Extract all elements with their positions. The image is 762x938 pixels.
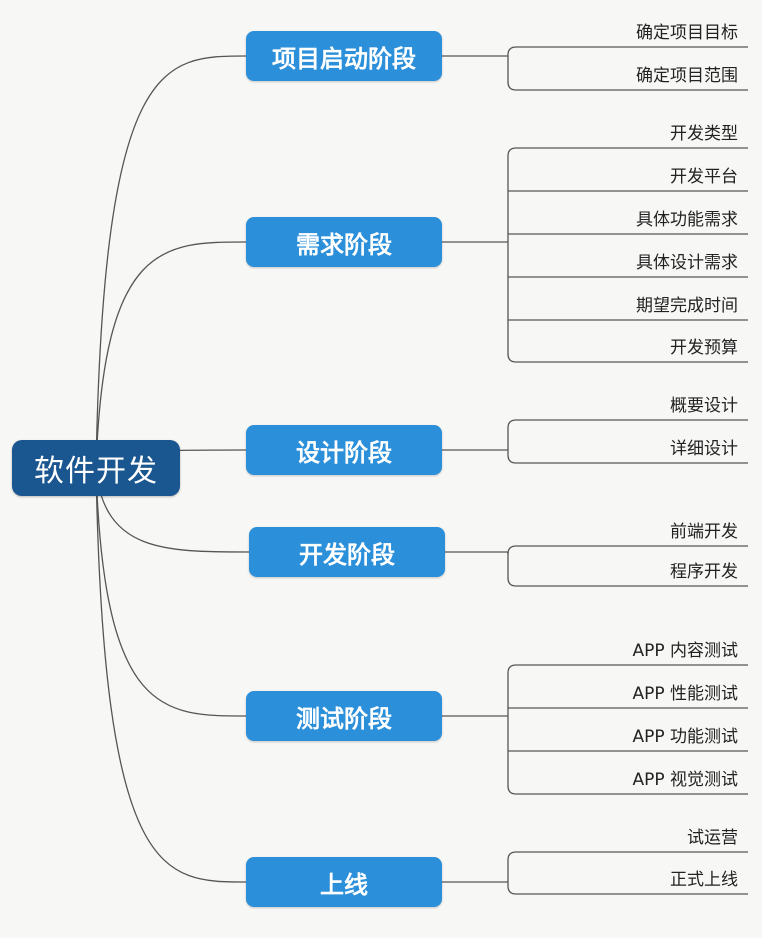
stage-trunk-down (507, 716, 517, 795)
leaf-label: APP 内容测试 (632, 641, 738, 661)
stage-trunk-down (507, 242, 517, 363)
stage-node: 设计阶段 (246, 425, 442, 475)
leaf-label: 开发平台 (670, 167, 738, 187)
stage-node: 项目启动阶段 (246, 31, 442, 81)
root-node: 软件开发 (12, 440, 180, 496)
leaf-label: APP 性能测试 (632, 684, 738, 704)
stage-trunk-down (507, 882, 517, 895)
leaf-label: 正式上线 (670, 870, 738, 890)
root-to-stage-link (95, 467, 247, 883)
leaf-label: 具体功能需求 (636, 210, 738, 230)
leaf-label: 期望完成时间 (636, 296, 738, 316)
stage-trunk-down (507, 552, 517, 587)
leaf-label: 开发预算 (670, 338, 738, 358)
leaf-label: 具体设计需求 (636, 253, 738, 273)
stage-trunk-up (507, 545, 517, 555)
leaf-label: APP 功能测试 (632, 727, 738, 747)
stage-node: 需求阶段 (246, 217, 442, 267)
stage-trunk-up (507, 419, 517, 450)
root-to-stage-link (95, 55, 247, 469)
stage-node: 上线 (246, 857, 442, 907)
leaf-label: 试运营 (687, 828, 738, 848)
stage-trunk-up (507, 147, 517, 242)
root-to-stage-link (95, 241, 247, 469)
leaf-label: 详细设计 (670, 439, 738, 459)
stage-node: 测试阶段 (246, 691, 442, 741)
stage-trunk-down (507, 56, 517, 91)
root-to-stage-link (95, 467, 247, 717)
leaf-label: APP 视觉测试 (632, 770, 738, 790)
leaf-label: 概要设计 (670, 396, 738, 416)
leaf-label: 确定项目范围 (636, 66, 738, 86)
leaf-label: 开发类型 (670, 124, 738, 144)
stage-node: 开发阶段 (249, 527, 445, 577)
leaf-label: 确定项目目标 (636, 23, 738, 43)
stage-trunk-down (507, 450, 517, 464)
leaf-label: 前端开发 (670, 522, 738, 542)
leaf-label: 程序开发 (670, 562, 738, 582)
stage-trunk-up (507, 664, 517, 716)
stage-trunk-up (507, 46, 517, 56)
stage-trunk-up (507, 851, 517, 882)
